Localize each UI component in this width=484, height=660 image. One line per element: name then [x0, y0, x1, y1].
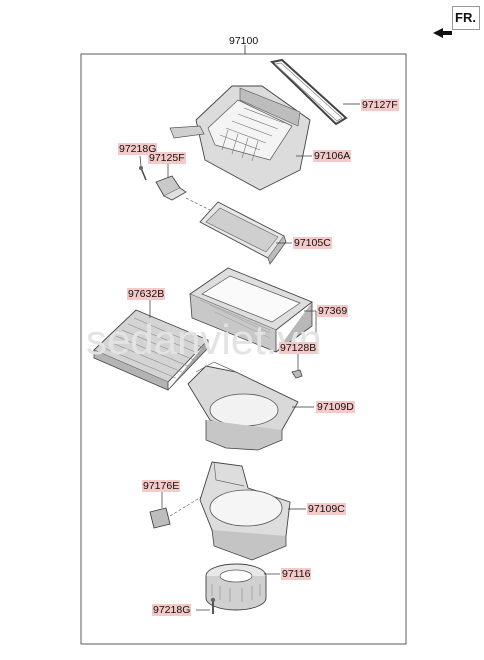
filter-frame-97369	[189, 267, 313, 353]
cabin-filter-97632B	[93, 309, 209, 391]
part-label-97109C[interactable]: 97109C	[307, 503, 346, 515]
blower-motor-97116	[205, 563, 267, 611]
screw-97218G-top	[139, 166, 147, 181]
part-label-97176E[interactable]: 97176E	[142, 480, 181, 492]
leader-97218G-top	[139, 155, 142, 167]
part-label-97105C[interactable]: 97105C	[293, 237, 332, 249]
upper-blower-case-97109D	[187, 361, 299, 451]
gasket-97127F	[269, 58, 348, 126]
part-label-97218G-top[interactable]: 97218G	[118, 143, 158, 155]
door-97105C	[199, 201, 287, 265]
assembly-label[interactable]: 97100	[229, 35, 259, 47]
part-label-97106A[interactable]: 97106A	[313, 150, 352, 162]
part-label-97116[interactable]: 97116	[281, 568, 312, 580]
intake-case-97106A	[169, 85, 311, 191]
actuator-97125F	[155, 175, 215, 213]
clip-97128B	[291, 369, 303, 379]
part-label-97128B[interactable]: 97128B	[279, 342, 318, 354]
front-direction-box	[452, 6, 480, 30]
resistor-97176E	[149, 493, 207, 529]
part-label-97369[interactable]: 97369	[317, 305, 349, 317]
front-arrow-icon	[433, 28, 452, 38]
lower-blower-case-97109C	[199, 461, 291, 561]
assembly-frame	[80, 53, 407, 645]
part-label-97109D[interactable]: 97109D	[316, 401, 355, 413]
part-label-97125F[interactable]: 97125F	[148, 152, 186, 164]
screw-97218G-bottom	[210, 597, 216, 614]
part-label-97127F[interactable]: 97127F	[361, 99, 399, 111]
part-label-97632B[interactable]: 97632B	[127, 288, 166, 300]
part-label-97218G-bottom[interactable]: 97218G	[152, 604, 192, 616]
watermark: sedanviet.vn	[86, 316, 322, 363]
front-direction-label: FR.	[455, 10, 476, 25]
